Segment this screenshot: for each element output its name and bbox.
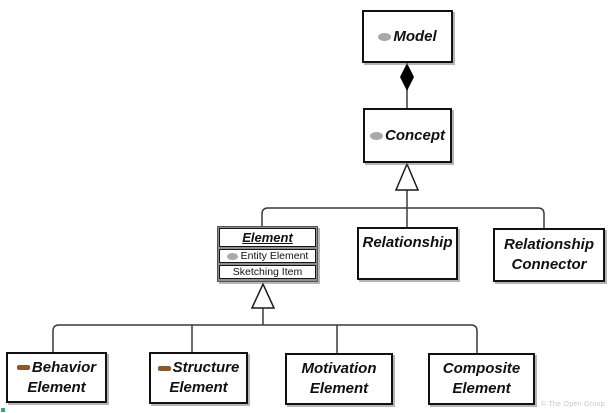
member-label: Entity Element: [240, 250, 309, 262]
node-label-line1: Motivation: [301, 360, 377, 377]
corner-artifact: [1, 408, 5, 412]
generalization-triangle-icon: [394, 162, 420, 191]
brown-bar-icon: [157, 365, 171, 371]
node-behavior-element: Behavior Element: [6, 352, 107, 403]
node-label-line2: Element: [309, 380, 369, 397]
node-label-line1: Behavior: [31, 358, 97, 376]
gray-ellipse-icon: [226, 252, 238, 260]
node-label-line2: Element: [169, 379, 228, 396]
composition-diamond-icon: [400, 63, 414, 91]
copyright-text: © The Open Group: [540, 401, 605, 408]
generalization-triangle-icon: [250, 282, 276, 309]
node-label-line1: Relationship: [503, 236, 594, 253]
node-label-line2: Element: [452, 380, 511, 397]
node-motivation-element: Motivation Element: [285, 353, 393, 405]
brown-bar-icon: [16, 365, 30, 370]
element-title: Element: [219, 228, 316, 247]
node-model-label: Model: [393, 28, 437, 45]
gray-ellipse-icon: [370, 131, 383, 140]
node-concept: Concept: [363, 108, 452, 163]
generalization-branch-bottom: [52, 324, 478, 354]
node-structure-element: Structure Element: [149, 352, 248, 404]
node-label-line2: Connector: [511, 256, 587, 273]
generalization-branch-top: [261, 207, 545, 229]
node-label-line2: Element: [27, 378, 86, 396]
element-member-entity-element: Entity Element: [219, 249, 316, 263]
node-label-line1: Structure: [172, 359, 240, 376]
node-relationship-label: Relationship: [362, 234, 453, 251]
member-label: Sketching Item: [232, 266, 303, 278]
node-label-line1: Composite: [442, 360, 521, 377]
node-relationship: Relationship: [357, 227, 458, 280]
node-element: Element Entity Element Sketching Item: [217, 226, 318, 282]
node-relationship-connector: Relationship Connector: [493, 228, 605, 282]
node-model: Model: [362, 10, 453, 63]
element-member-sketching-item: Sketching Item: [219, 265, 316, 279]
node-composite-element: Composite Element: [428, 353, 535, 405]
gray-ellipse-icon: [378, 32, 392, 41]
node-concept-label: Concept: [385, 127, 445, 144]
